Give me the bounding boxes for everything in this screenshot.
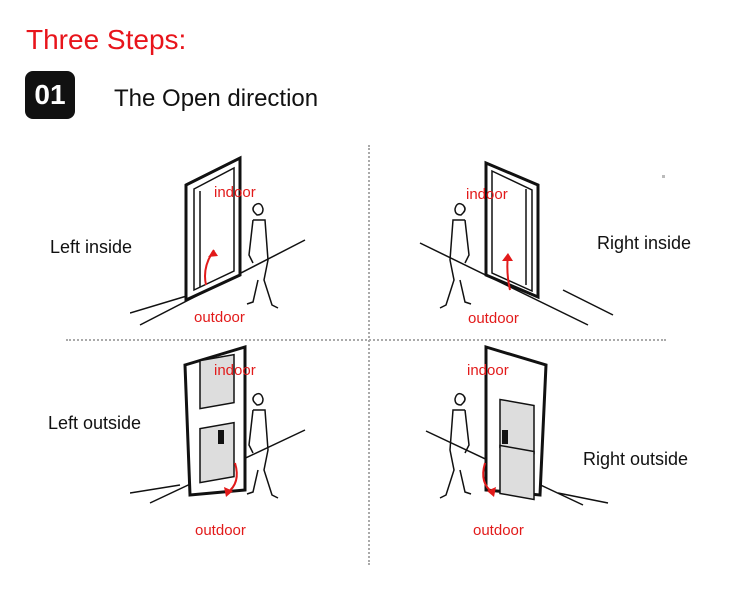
indoor-label-right-inside: indoor (466, 186, 508, 203)
right-outside-illustration (425, 345, 609, 506)
step-number-badge: 01 (25, 71, 75, 119)
indoor-label-left-inside: indoor (214, 184, 256, 201)
outdoor-label-left-inside: outdoor (194, 309, 245, 326)
outdoor-label-right-inside: outdoor (468, 310, 519, 327)
quadrant-label-right-outside: Right outside (583, 449, 689, 469)
left-outside-illustration (130, 345, 306, 504)
outdoor-label-right-outside: outdoor (473, 522, 524, 539)
stray-dot (662, 175, 665, 178)
quadrant-label-left-inside: Left inside (50, 237, 133, 257)
outdoor-label-left-outside: outdoor (195, 522, 246, 539)
right-inside-illustration (419, 160, 614, 326)
vertical-divider (368, 145, 370, 565)
page-title: Three Steps: (26, 24, 187, 55)
horizontal-divider (66, 339, 666, 341)
indoor-label-left-outside: indoor (214, 362, 256, 379)
indoor-label-right-outside: indoor (467, 362, 509, 379)
step-title: The Open direction (114, 85, 319, 112)
quadrant-label-right-inside: Right inside (597, 233, 692, 253)
quadrant-label-left-outside: Left outside (48, 413, 142, 433)
left-inside-illustration (130, 155, 306, 326)
